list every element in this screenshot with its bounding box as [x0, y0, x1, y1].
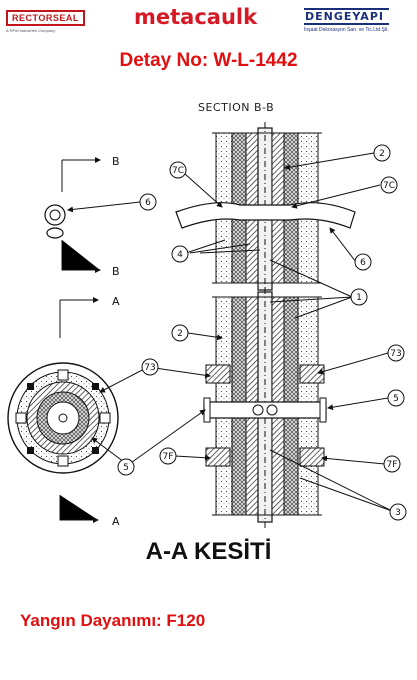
marker-b-top: B	[112, 155, 120, 168]
dengeyapi-logo: DENGEYAPI İnşaat Dekorasyon San. ve Tic.…	[304, 8, 389, 33]
rectorseal-wordmark: RECTORSEAL	[6, 10, 85, 26]
callouts: 7C 2 7C 6 4 6 1 2 73 73 5 5 7F 7F 3	[117, 144, 407, 521]
pipe-end-view-small	[44, 204, 66, 239]
section-aa-title: A-A KESİTİ	[145, 538, 272, 565]
pipe-support-bracket	[175, 202, 356, 229]
callout-73-right: 73	[390, 349, 401, 359]
callout-7f-right: 7F	[387, 460, 398, 470]
through-bolt	[203, 401, 327, 419]
callout-3: 3	[395, 508, 401, 518]
callout-1: 1	[356, 293, 362, 303]
section-aa-lower	[203, 288, 327, 528]
metacaulk-logo: metacaulk	[134, 5, 258, 29]
fire-collar-left-upper	[205, 364, 231, 384]
callout-73-left: 73	[144, 363, 155, 373]
rectorseal-logo: RECTORSEAL A RPM Industries Company	[6, 8, 85, 33]
leader-lines	[67, 152, 393, 512]
callout-6-right: 6	[360, 258, 366, 268]
callout-7c-right: 7C	[383, 181, 395, 191]
callout-5-left: 5	[123, 463, 129, 473]
marker-b-bottom: B	[112, 265, 120, 278]
header-logos: RECTORSEAL A RPM Industries Company meta…	[0, 0, 417, 50]
dengeyapi-tagline: İnşaat Dekorasyon San. ve Tic.Ltd.Şti.	[304, 27, 389, 33]
dengeyapi-wordmark: DENGEYAPI	[304, 8, 389, 25]
fire-collar-right-upper	[299, 364, 325, 384]
fire-rating: Yangın Dayanımı: F120	[20, 611, 206, 630]
section-marker-bb	[44, 157, 101, 273]
callout-4: 4	[177, 250, 183, 260]
marker-a-bottom: A	[112, 515, 120, 528]
section-bb-upper	[175, 122, 356, 296]
rectorseal-tagline: A RPM Industries Company	[6, 28, 56, 33]
detail-number: Detay No: W-L-1442	[119, 50, 298, 71]
section-marker-aa	[59, 297, 99, 523]
callout-2-top: 2	[379, 149, 385, 159]
callout-7f-left: 7F	[163, 452, 174, 462]
callout-2-mid: 2	[177, 329, 183, 339]
collar-front-view	[7, 362, 119, 474]
callout-6-left: 6	[145, 198, 151, 208]
section-bb-title: SECTION B-B	[198, 101, 275, 114]
fire-collar-right-lower	[299, 447, 325, 467]
fire-collar-left-lower	[205, 447, 231, 467]
callout-7c-left: 7C	[172, 166, 184, 176]
callout-5-right: 5	[393, 394, 399, 404]
marker-a-top: A	[112, 295, 120, 308]
